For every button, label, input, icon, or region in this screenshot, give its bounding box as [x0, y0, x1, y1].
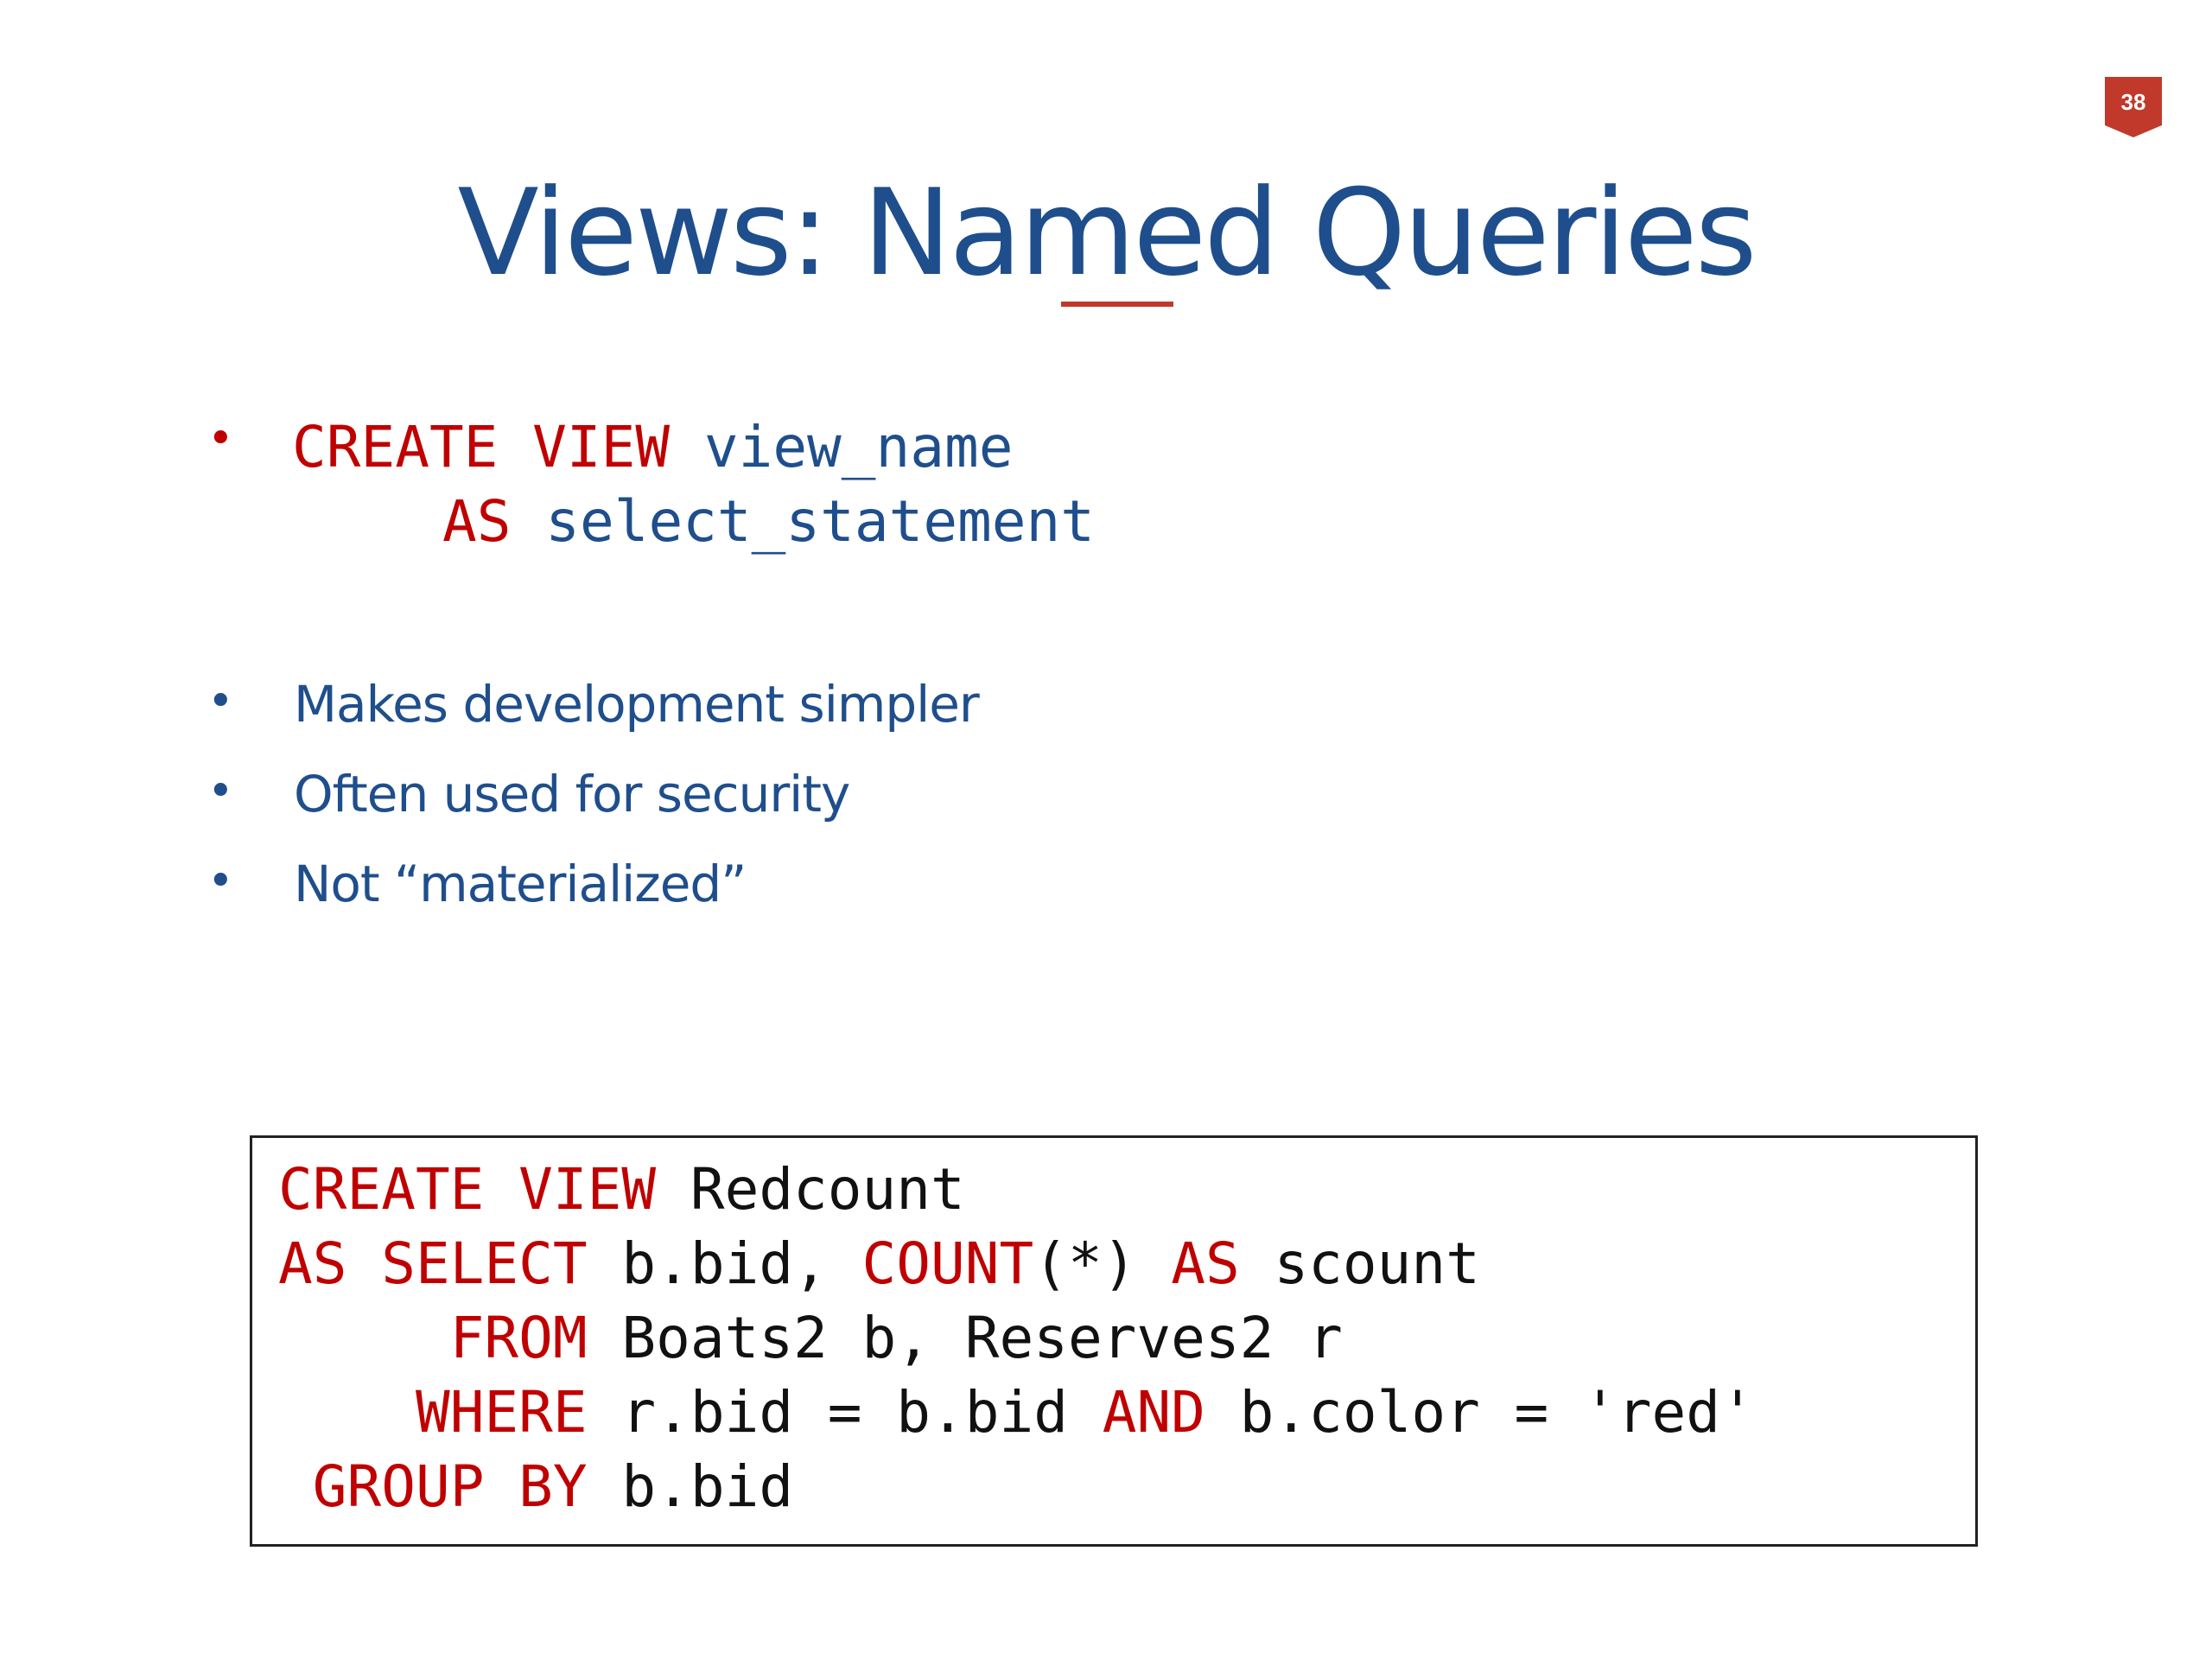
code-line-2: AS SELECT b.bid, COUNT(*) AS scount	[278, 1227, 1480, 1301]
point-bullet: •	[207, 855, 234, 907]
point-item: Often used for security	[294, 765, 850, 823]
syntax-bullet: •	[207, 413, 234, 465]
slide-title: Views: Named Queries	[457, 163, 1757, 302]
example-code-box: CREATE VIEW Redcount AS SELECT b.bid, CO…	[250, 1135, 1978, 1547]
sql-keyword: WHERE	[415, 1379, 588, 1446]
sql-text: b.bid	[621, 1453, 794, 1520]
syntax-identifier: select_statement	[545, 488, 1095, 555]
point-bullet: •	[207, 676, 234, 728]
sql-text: b.bid,	[621, 1230, 828, 1297]
badge-shape-icon	[2105, 77, 2162, 137]
code-line-5: GROUP BY b.bid	[278, 1450, 793, 1524]
syntax-keyword: CREATE VIEW	[292, 414, 671, 480]
sql-keyword: COUNT	[861, 1230, 1034, 1297]
sql-text: (*)	[1033, 1230, 1137, 1297]
code-line-4: WHERE r.bid = b.bid AND b.color = 'red'	[278, 1376, 1755, 1450]
sql-text: b.color = 'red'	[1239, 1379, 1755, 1446]
syntax-line-2: AS select_statement	[442, 485, 1095, 559]
syntax-line-1: CREATE VIEW view_name	[292, 410, 1013, 485]
syntax-identifier: view_name	[703, 414, 1014, 480]
title-accent-underline	[1061, 302, 1173, 307]
sql-keyword: CREATE VIEW	[278, 1156, 657, 1223]
sql-keyword: AS	[1171, 1230, 1240, 1297]
sql-keyword: FROM	[449, 1305, 588, 1371]
point-bullet: •	[207, 766, 234, 817]
sql-text: Boats2 b, Reserves2 r	[621, 1305, 1343, 1371]
code-line-3: FROM Boats2 b, Reserves2 r	[278, 1301, 1343, 1376]
sql-text: scount	[1274, 1230, 1480, 1297]
syntax-keyword: AS	[442, 488, 512, 555]
slide-number-badge: 38	[2105, 77, 2162, 137]
code-line-1: CREATE VIEW Redcount	[278, 1153, 965, 1227]
sql-keyword: AS SELECT	[278, 1230, 588, 1297]
point-item: Not “materialized”	[294, 855, 747, 913]
slide-number: 38	[2120, 89, 2146, 115]
point-item: Makes development simpler	[294, 675, 980, 734]
sql-text: Redcount	[690, 1156, 965, 1223]
sql-keyword: AND	[1102, 1379, 1205, 1446]
sql-text: r.bid = b.bid	[621, 1379, 1068, 1446]
sql-keyword: GROUP BY	[312, 1453, 588, 1520]
